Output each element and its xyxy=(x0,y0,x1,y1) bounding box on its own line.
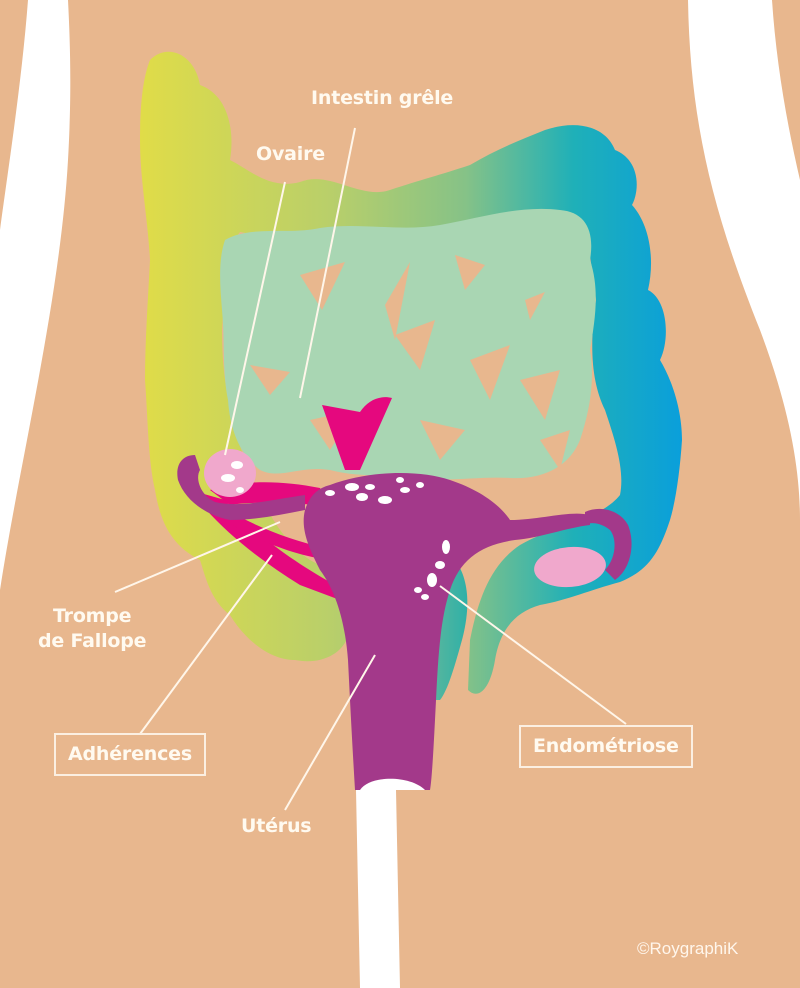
leader-fallopian-tube xyxy=(114,521,281,593)
leader-uterus xyxy=(284,654,376,811)
label-fallopian-tube-line2: de Fallope xyxy=(38,630,147,652)
label-fallopian-tube: Trompe de Fallope xyxy=(38,604,147,654)
label-ovary: Ovaire xyxy=(256,143,325,165)
leader-small-intestine xyxy=(299,127,356,399)
label-small-intestine: Intestin grêle xyxy=(311,87,454,109)
left-ovary xyxy=(204,449,256,497)
leader-lines xyxy=(114,127,627,811)
endometriosis-lesions xyxy=(221,461,450,600)
right-ovary xyxy=(534,546,606,588)
leader-ovary xyxy=(224,181,286,456)
label-uterus: Utérus xyxy=(241,815,312,837)
label-fallopian-tube-line1: Trompe xyxy=(52,605,132,627)
copyright-credit: ©RoygraphiK xyxy=(637,939,739,958)
label-endometriosis: Endométriose xyxy=(519,725,693,768)
leader-endometriosis xyxy=(439,585,627,725)
label-adhesions: Adhérences xyxy=(54,733,206,776)
small-intestine xyxy=(220,208,596,480)
uterus xyxy=(177,455,632,790)
leader-adhesions xyxy=(139,554,273,735)
